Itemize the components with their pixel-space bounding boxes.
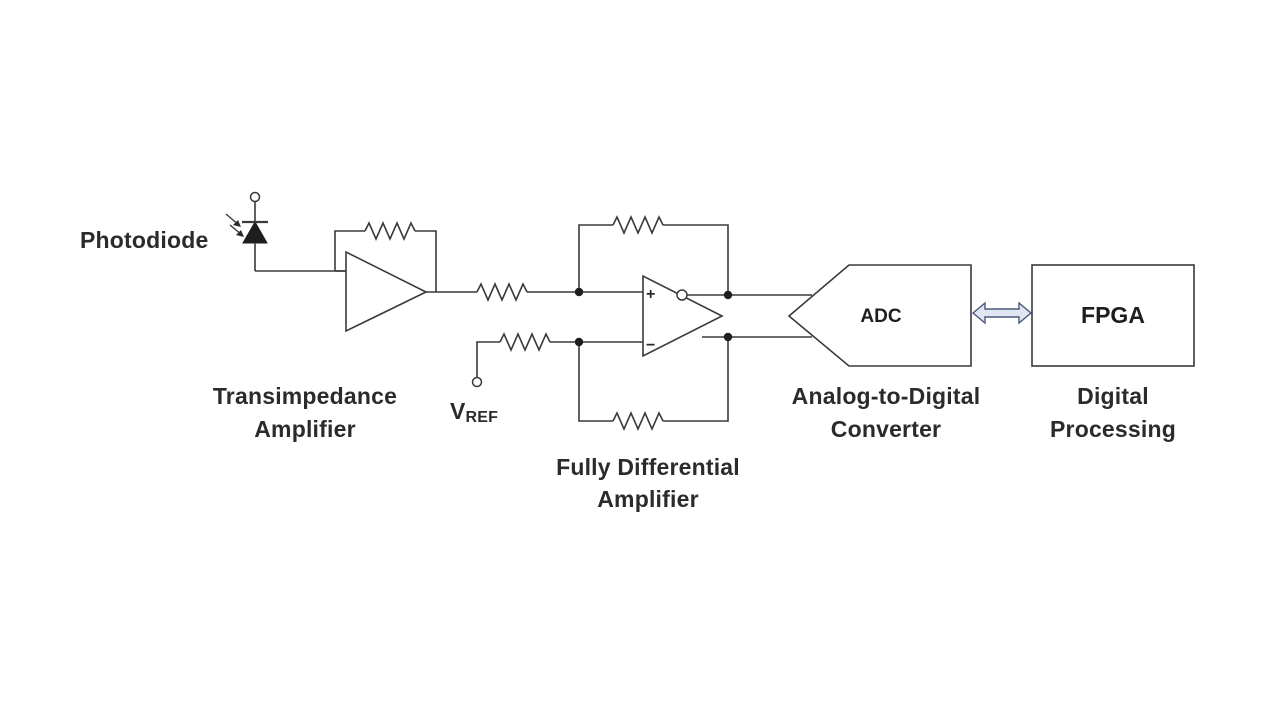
fda-label-line1: Fully Differential: [556, 454, 740, 480]
tia-feedback-resistor: [364, 221, 416, 241]
adc-block: ADC: [787, 264, 972, 367]
tia-triangle: [345, 250, 428, 333]
adc-shape: [787, 264, 972, 367]
photodiode-bias-terminal: [249, 191, 261, 203]
transimpedance-amplifier: [334, 221, 437, 333]
photodiode-symbol: [225, 191, 268, 271]
fda-inverting-output-bubble: [676, 289, 688, 301]
adc-label-line2: Converter: [831, 416, 941, 442]
photodiode-label: Photodiode: [80, 227, 208, 253]
fda-minus-sign: −: [646, 337, 655, 354]
fda-label-line2: Amplifier: [597, 486, 698, 512]
vref-terminal: [471, 376, 483, 388]
fpga-label-line2: Processing: [1050, 416, 1176, 442]
fda-feedback-resistor-top: [612, 215, 664, 235]
input-resistor-bottom: [499, 332, 551, 352]
light-arrows-icon: [225, 213, 244, 237]
vref-input: [471, 332, 643, 388]
fpga-label-line1: Digital: [1077, 383, 1149, 409]
input-resistor-top: [476, 282, 528, 302]
tia-label-line1: Transimpedance: [213, 383, 397, 409]
fully-differential-amplifier: + −: [574, 215, 812, 431]
tia-label-line2: Amplifier: [254, 416, 355, 442]
diode-triangle: [242, 220, 268, 244]
fpga-block-label: FPGA: [1081, 302, 1145, 328]
vref-label: VREF: [450, 398, 498, 426]
fpga-block: FPGA: [1031, 264, 1195, 367]
adc-label-line1: Analog-to-Digital: [792, 383, 981, 409]
fda-plus-sign: +: [646, 286, 655, 303]
fpga-box: [1031, 264, 1195, 367]
fda-feedback-resistor-bottom: [612, 411, 664, 431]
adc-block-label: ADC: [860, 306, 901, 327]
bidirectional-bus-arrow-icon: [971, 301, 1033, 325]
